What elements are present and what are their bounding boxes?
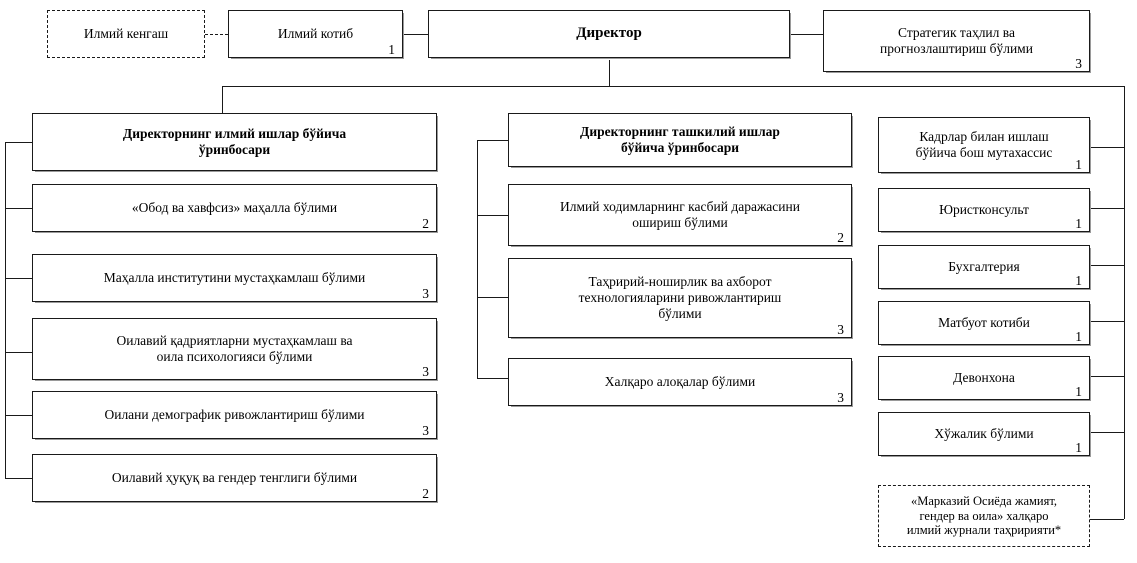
node-middle-item-0[interactable]: Илмий ходимларнинг касбий даражасини оши…	[508, 184, 852, 246]
connector-middle-spine	[477, 140, 478, 378]
connector-left-spine	[5, 142, 6, 479]
node-label: Таҳририй-ноширлик ва ахборот технологиял…	[578, 274, 782, 321]
node-label: Илмий кенгаш	[83, 26, 169, 42]
node-label: Матбуот котиби	[938, 315, 1030, 331]
connector-main-trunk	[222, 86, 1125, 87]
node-label: Директорнинг илмий ишлар бўйича ўринбоса…	[122, 126, 347, 157]
node-right-item-1[interactable]: Юристконсульт 1	[878, 188, 1090, 232]
node-count: 3	[422, 422, 429, 438]
node-label: Директор	[576, 25, 642, 42]
node-label: Оилавий ҳуқуқ ва гендер тенглиги бўлими	[111, 470, 358, 486]
node-right-item-0[interactable]: Кадрлар билан ишлаш бўйича бош мутахасси…	[878, 117, 1090, 173]
connector-council-secretary	[205, 34, 228, 35]
node-left-item-4[interactable]: Оилавий ҳуқуқ ва гендер тенглиги бўлими …	[32, 454, 437, 502]
connector-left-branch-1	[5, 208, 32, 209]
node-label: Директорнинг ташкилий ишлар бўйича ўринб…	[580, 124, 780, 155]
connector-left-branch-3	[5, 352, 32, 353]
connector-middle-branch-2	[477, 297, 508, 298]
node-count: 2	[837, 229, 844, 245]
connector-trunk-left-head	[222, 86, 223, 113]
connector-right-branch-5	[1090, 432, 1124, 433]
connector-secretary-director	[403, 34, 428, 35]
node-label: Илмий котиб	[277, 26, 354, 42]
node-scientific-council[interactable]: Илмий кенгаш	[47, 10, 205, 58]
connector-left-branch-0	[5, 142, 32, 143]
connector-right-branch-0	[1090, 147, 1124, 148]
node-deputy-director-organization[interactable]: Директорнинг ташкилий ишлар бўйича ўринб…	[508, 113, 852, 167]
node-label: Оилавий қадриятларни мустаҳкамлаш ва оил…	[116, 333, 353, 364]
node-label: Халқаро алоқалар бўлими	[604, 374, 756, 390]
node-label: «Марказий Осиёда жамият, гендер ва оила»…	[906, 493, 1062, 538]
node-right-item-3[interactable]: Матбуот котиби 1	[878, 301, 1090, 345]
node-count: 1	[1075, 439, 1082, 455]
connector-left-branch-4	[5, 415, 32, 416]
node-count: 3	[422, 285, 429, 301]
node-count: 2	[422, 215, 429, 231]
node-count: 3	[837, 389, 844, 405]
node-label: Стратегик таҳлил ва прогнозлаштириш бўли…	[880, 25, 1033, 56]
node-right-item-5[interactable]: Хўжалик бўлими 1	[878, 412, 1090, 456]
node-count: 1	[1075, 272, 1082, 288]
node-left-item-1[interactable]: Маҳалла институтини мустаҳкамлаш бўлими …	[32, 254, 437, 302]
node-right-item-4[interactable]: Девонхона 1	[878, 356, 1090, 400]
connector-left-branch-2	[5, 278, 32, 279]
connector-right-branch-3	[1090, 321, 1124, 322]
node-left-item-3[interactable]: Оилани демографик ривожлантириш бўлими 3	[32, 391, 437, 439]
node-label: Бухгалтерия	[948, 259, 1020, 275]
node-label: Девонхона	[953, 370, 1015, 386]
node-middle-item-2[interactable]: Халқаро алоқалар бўлими 3	[508, 358, 852, 406]
node-count: 1	[388, 41, 395, 57]
connector-left-branch-5	[5, 478, 32, 479]
node-label: Маҳалла институтини мустаҳкамлаш бўлими	[103, 270, 366, 286]
connector-right-branch-4	[1090, 376, 1124, 377]
node-left-item-2[interactable]: Оилавий қадриятларни мустаҳкамлаш ва оил…	[32, 318, 437, 380]
node-count: 3	[837, 321, 844, 337]
node-label: Хўжалик бўлими	[934, 426, 1034, 442]
node-right-item-2[interactable]: Бухгалтерия 1	[878, 245, 1090, 289]
node-label: Илмий ходимларнинг касбий даражасини оши…	[560, 199, 800, 230]
node-scientific-secretary[interactable]: Илмий котиб 1	[228, 10, 403, 58]
node-label: «Обод ва хавфсиз» маҳалла бўлими	[131, 200, 338, 216]
connector-right-branch-2	[1090, 265, 1124, 266]
connector-right-branch-journal	[1090, 519, 1124, 520]
node-journal-editorial[interactable]: «Марказий Осиёда жамият, гендер ва оила»…	[878, 485, 1090, 547]
node-label: Кадрлар билан ишлаш бўйича бош мутахасси…	[915, 129, 1053, 160]
node-count: 1	[1075, 383, 1082, 399]
connector-middle-branch-1	[477, 215, 508, 216]
connector-middle-branch-0	[477, 140, 508, 141]
node-strategic-analysis[interactable]: Стратегик таҳлил ва прогнозлаштириш бўли…	[823, 10, 1090, 72]
connector-right-spine	[1124, 86, 1125, 519]
node-count: 2	[422, 485, 429, 501]
node-count: 1	[1075, 156, 1082, 172]
node-deputy-director-science[interactable]: Директорнинг илмий ишлар бўйича ўринбоса…	[32, 113, 437, 171]
node-middle-item-1[interactable]: Таҳририй-ноширлик ва ахборот технологиял…	[508, 258, 852, 338]
connector-director-strategic	[790, 34, 823, 35]
connector-right-branch-1	[1090, 208, 1124, 209]
node-count: 3	[1075, 55, 1082, 71]
node-count: 3	[422, 363, 429, 379]
node-count: 1	[1075, 215, 1082, 231]
node-left-item-0[interactable]: «Обод ва хавфсиз» маҳалла бўлими 2	[32, 184, 437, 232]
node-count: 1	[1075, 328, 1082, 344]
connector-director-stem	[609, 60, 610, 86]
node-label: Юристконсульт	[939, 202, 1029, 218]
node-label: Оилани демографик ривожлантириш бўлими	[104, 407, 365, 423]
node-director[interactable]: Директор	[428, 10, 790, 58]
connector-middle-branch-3	[477, 378, 508, 379]
